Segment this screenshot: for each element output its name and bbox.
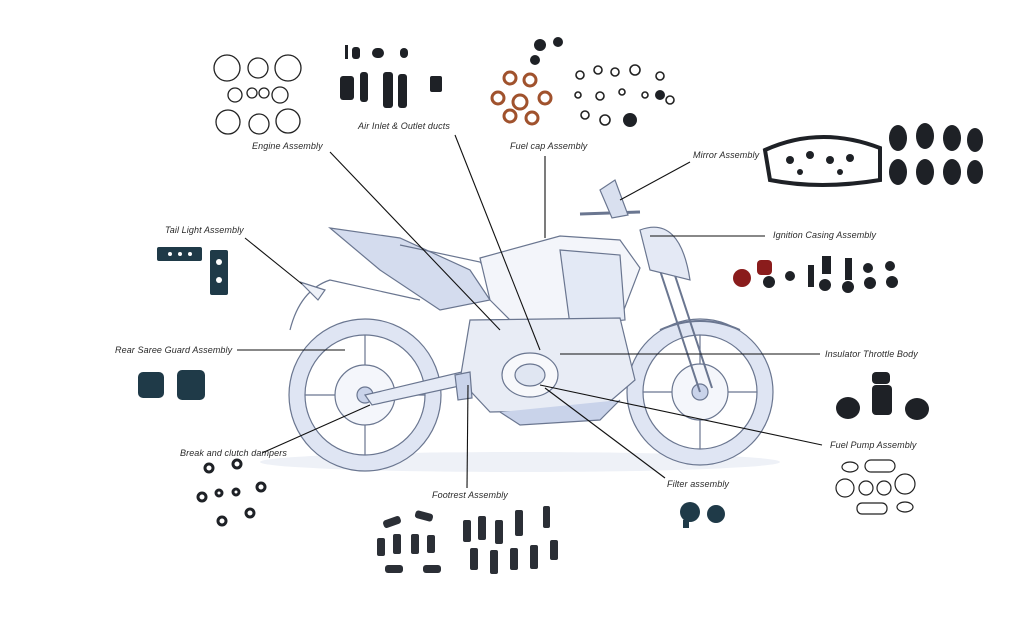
- filter-parts-image: [680, 502, 725, 528]
- label-air-inlet-outlet-ducts: Air Inlet & Outlet ducts: [358, 121, 450, 131]
- fuel-pump-parts-image: [835, 459, 916, 515]
- leader-tail-light: [244, 237, 303, 285]
- leader-filter: [544, 387, 666, 479]
- leader-footrest: [466, 384, 469, 489]
- air-duct-parts-image: [340, 45, 442, 108]
- label-fuel-cap-assembly: Fuel cap Assembly: [510, 141, 588, 151]
- leader-air-inlet: [454, 134, 541, 351]
- mirror-parts-image: [762, 123, 983, 187]
- label-ignition-casing-assembly: Ignition Casing Assembly: [773, 230, 877, 240]
- label-break-clutch-dampers: Break and clutch dampers: [180, 448, 287, 458]
- leader-engine: [329, 151, 501, 331]
- label-filter-assembly: Filter assembly: [667, 479, 730, 489]
- insulator-parts-image: [836, 372, 929, 420]
- footrest-parts-image: [377, 506, 558, 574]
- engine-parts-image: [213, 54, 302, 135]
- label-fuel-pump-assembly: Fuel Pump Assembly: [830, 440, 917, 450]
- label-footrest-assembly: Footrest Assembly: [432, 490, 508, 500]
- rear-saree-guard-parts-image: [138, 370, 205, 400]
- label-rear-saree-guard-assembly: Rear Saree Guard Assembly: [115, 345, 233, 355]
- label-tail-light-assembly: Tail Light Assembly: [165, 225, 244, 235]
- leader-break-clutch: [261, 404, 371, 454]
- label-mirror-assembly: Mirror Assembly: [693, 150, 760, 160]
- ignition-parts-image: [733, 256, 898, 293]
- leader-fuel-pump: [539, 384, 823, 446]
- leader-mirror: [619, 161, 691, 201]
- tail-light-parts-image: [157, 247, 228, 295]
- label-engine-assembly: Engine Assembly: [252, 141, 323, 151]
- fuel-cap-parts-image: [490, 37, 675, 127]
- break-clutch-dampers-image: [196, 458, 267, 527]
- label-insulator-throttle-body: Insulator Throttle Body: [825, 349, 918, 359]
